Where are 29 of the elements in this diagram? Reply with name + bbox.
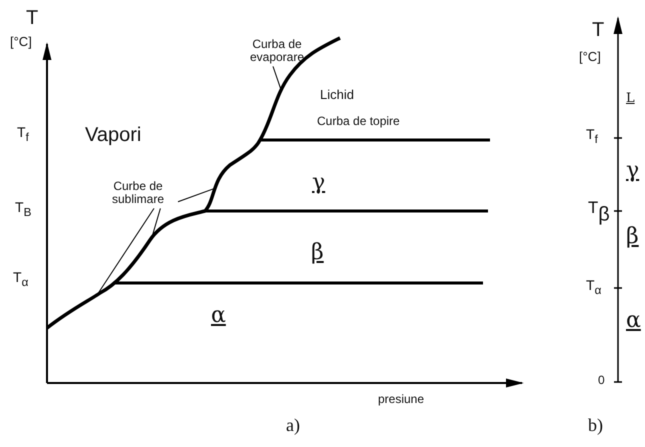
phase-label: L: [626, 92, 635, 105]
axis-title: presiune: [378, 393, 424, 405]
panel-label: a): [286, 416, 300, 434]
curve-caption: Curba de evaporare: [237, 38, 317, 64]
phase-label: γ: [626, 160, 640, 182]
tick-label: T$_{B}$: [15, 200, 32, 218]
region-label: Lichid: [320, 88, 354, 101]
unit-label: [°C]: [579, 50, 601, 63]
tick-label: T$_{f}$: [17, 125, 29, 144]
curve-caption: Curba de topire: [317, 115, 400, 127]
phase-label: β: [311, 242, 324, 264]
curve-caption: Curbe de sublimare: [98, 180, 178, 206]
leader-line: [178, 188, 216, 202]
region-label: Vapori: [85, 125, 142, 145]
tick-label: T$_{α}$: [586, 278, 602, 296]
axis-title: T: [592, 20, 604, 40]
panel-label: b): [588, 416, 603, 434]
leader-line: [96, 208, 154, 296]
leader-line: [272, 66, 282, 90]
phase-label: α: [626, 310, 641, 332]
unit-label: [°C]: [10, 35, 32, 48]
tick-label: T$_{f}$: [586, 127, 598, 146]
phase-label: γ: [312, 172, 326, 194]
phase-label: β: [626, 226, 639, 248]
tick-label: 0: [598, 374, 605, 386]
tick-label: $^{T}$β: [588, 200, 610, 225]
axis-title: T: [26, 8, 38, 28]
phase-label: α: [211, 305, 226, 327]
tick-label: T$_{α}$: [13, 270, 28, 288]
